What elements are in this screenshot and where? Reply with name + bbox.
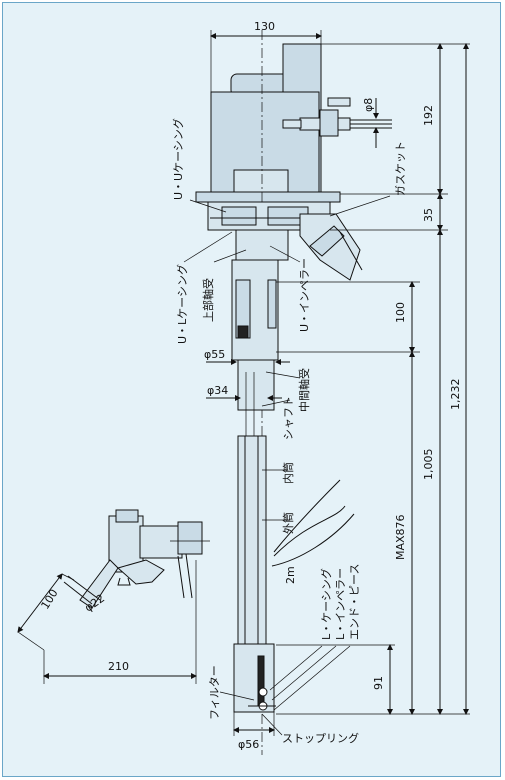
upper-casing bbox=[207, 201, 363, 281]
motor bbox=[195, 30, 341, 755]
label-end-piece: エンド・ピース bbox=[348, 564, 361, 640]
label-l-impeller: L・インペラー bbox=[334, 568, 347, 640]
label-u-impeller: U・インペラー bbox=[298, 258, 311, 332]
dim-192: 192 bbox=[422, 105, 435, 126]
dim-phi55: φ55 bbox=[204, 348, 225, 361]
hose bbox=[271, 479, 355, 567]
label-outer-tube: 外筒 bbox=[281, 512, 295, 534]
dim-91: 91 bbox=[372, 676, 385, 690]
dim-max876: MAX876 bbox=[394, 514, 407, 560]
dim-width-130: 130 bbox=[254, 20, 275, 33]
dim-phi34: φ34 bbox=[207, 384, 228, 397]
label-mid-bearing: 中間軸受 bbox=[297, 368, 311, 412]
label-shaft: シャフト bbox=[282, 396, 295, 440]
label-uu-casing: U・Uケーシング bbox=[171, 118, 185, 200]
label-stop-ring: ストップリング bbox=[282, 731, 359, 745]
dim-210: 210 bbox=[108, 660, 129, 673]
label-gasket: ガスケット bbox=[394, 141, 407, 196]
dim-1005: 1,005 bbox=[422, 449, 435, 481]
label-filter: フィルター bbox=[208, 665, 221, 720]
dim-35: 35 bbox=[422, 208, 435, 222]
pump-tube bbox=[231, 259, 279, 713]
dim-phi56: φ56 bbox=[238, 738, 259, 751]
label-l-casing: L・ケーシング bbox=[319, 568, 333, 640]
label-upper-bearing: 上部軸受 bbox=[201, 278, 215, 322]
dim-1232: 1,232 bbox=[449, 379, 462, 411]
dim-100-upper: 100 bbox=[394, 302, 407, 323]
dim-nozzle-100: 100 bbox=[39, 587, 61, 612]
label-inner-tube: 内筒 bbox=[281, 462, 295, 484]
air-inlet-fitting bbox=[282, 97, 392, 137]
label-ul-casing: U・Lケーシング bbox=[175, 264, 189, 344]
dim-hose-2m: 2m bbox=[284, 566, 297, 584]
dim-phi8: φ8 bbox=[362, 98, 375, 112]
nozzle-assembly bbox=[63, 509, 210, 609]
dimension-lines bbox=[17, 30, 470, 736]
